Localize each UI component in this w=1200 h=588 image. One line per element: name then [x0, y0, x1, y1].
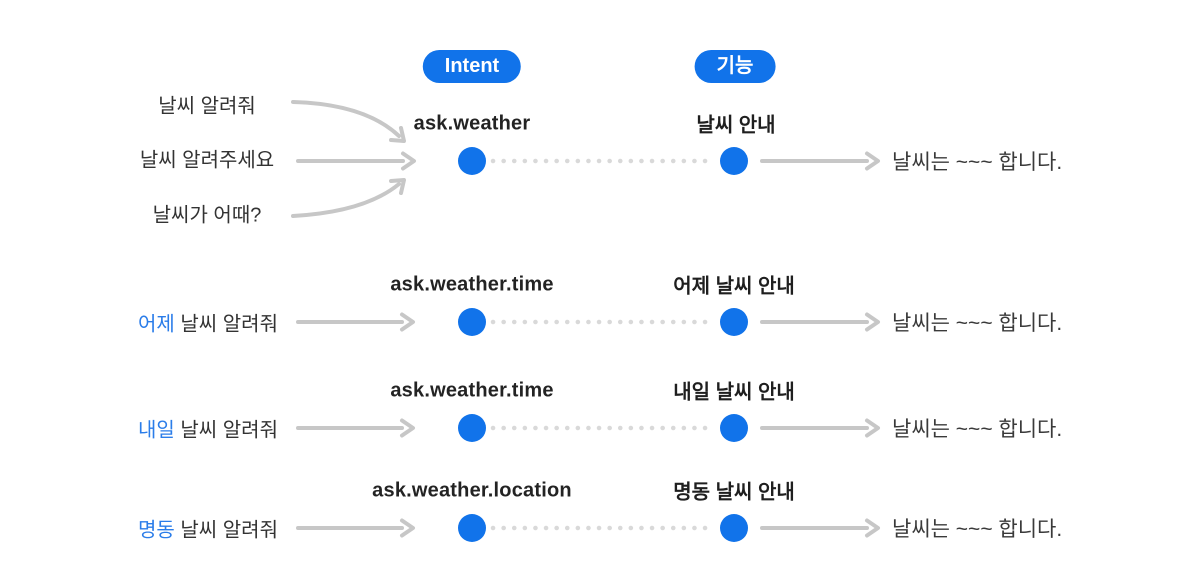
intent-label: ask.weather [413, 112, 531, 135]
fan-arrow-top-head [389, 126, 406, 143]
intent-node-dot [458, 147, 486, 175]
utterance: 날씨 알려주세요 [139, 149, 275, 172]
intent-node-dot [458, 514, 486, 542]
intent-column-badge: Intent [422, 50, 522, 83]
fan-arrow-top [291, 100, 401, 138]
intent-label: ask.weather.location [372, 479, 572, 502]
function-column-badge: 기능 [694, 50, 776, 83]
utterance: 어제 날씨 알려줘 [138, 308, 278, 337]
function-node-dot [720, 514, 748, 542]
input-arrow-head [400, 518, 415, 538]
utterance-rest: 날씨 알려줘 [180, 419, 278, 442]
utterance-rest: 날씨 알려줘 [180, 313, 278, 336]
response-text: 날씨는 ~~~ 합니다. [892, 518, 1063, 541]
utterance: 내일 날씨 알려줘 [138, 414, 278, 443]
function-node-dot [720, 414, 748, 442]
output-arrow-head [865, 312, 880, 332]
fan-arrow-bottom [291, 182, 401, 218]
response-text: 날씨는 ~~~ 합니다. [892, 418, 1063, 441]
utterance: 날씨 알려줘 [158, 95, 256, 118]
output-arrow-head [865, 518, 880, 538]
intent-label: ask.weather.time [390, 379, 554, 402]
function-node-dot [720, 308, 748, 336]
response-text: 날씨는 ~~~ 합니다. [892, 151, 1063, 174]
intent-label: ask.weather.time [390, 273, 554, 296]
fan-arrow-middle-head [401, 151, 416, 171]
function-label: 날씨 안내 [696, 114, 776, 137]
response-text: 날씨는 ~~~ 합니다. [892, 312, 1063, 335]
utterance-rest: 날씨 알려줘 [180, 519, 278, 542]
function-label: 명동 날씨 안내 [673, 481, 795, 504]
utterance-highlight: 명동 [138, 519, 175, 542]
fan-arrow-bottom-head [389, 178, 406, 195]
function-label: 어제 날씨 안내 [673, 275, 795, 298]
output-arrow-head [865, 418, 880, 438]
input-arrow-head [400, 418, 415, 438]
utterance-highlight: 어제 [138, 313, 175, 336]
utterance: 명동 날씨 알려줘 [138, 514, 278, 543]
utterance: 날씨가 어때? [152, 204, 262, 227]
output-arrow-head [865, 151, 880, 171]
utterance-highlight: 내일 [138, 419, 175, 442]
function-node-dot [720, 147, 748, 175]
intent-node-dot [458, 414, 486, 442]
function-label: 내일 날씨 안내 [673, 381, 795, 404]
intent-node-dot [458, 308, 486, 336]
input-arrow-head [400, 312, 415, 332]
